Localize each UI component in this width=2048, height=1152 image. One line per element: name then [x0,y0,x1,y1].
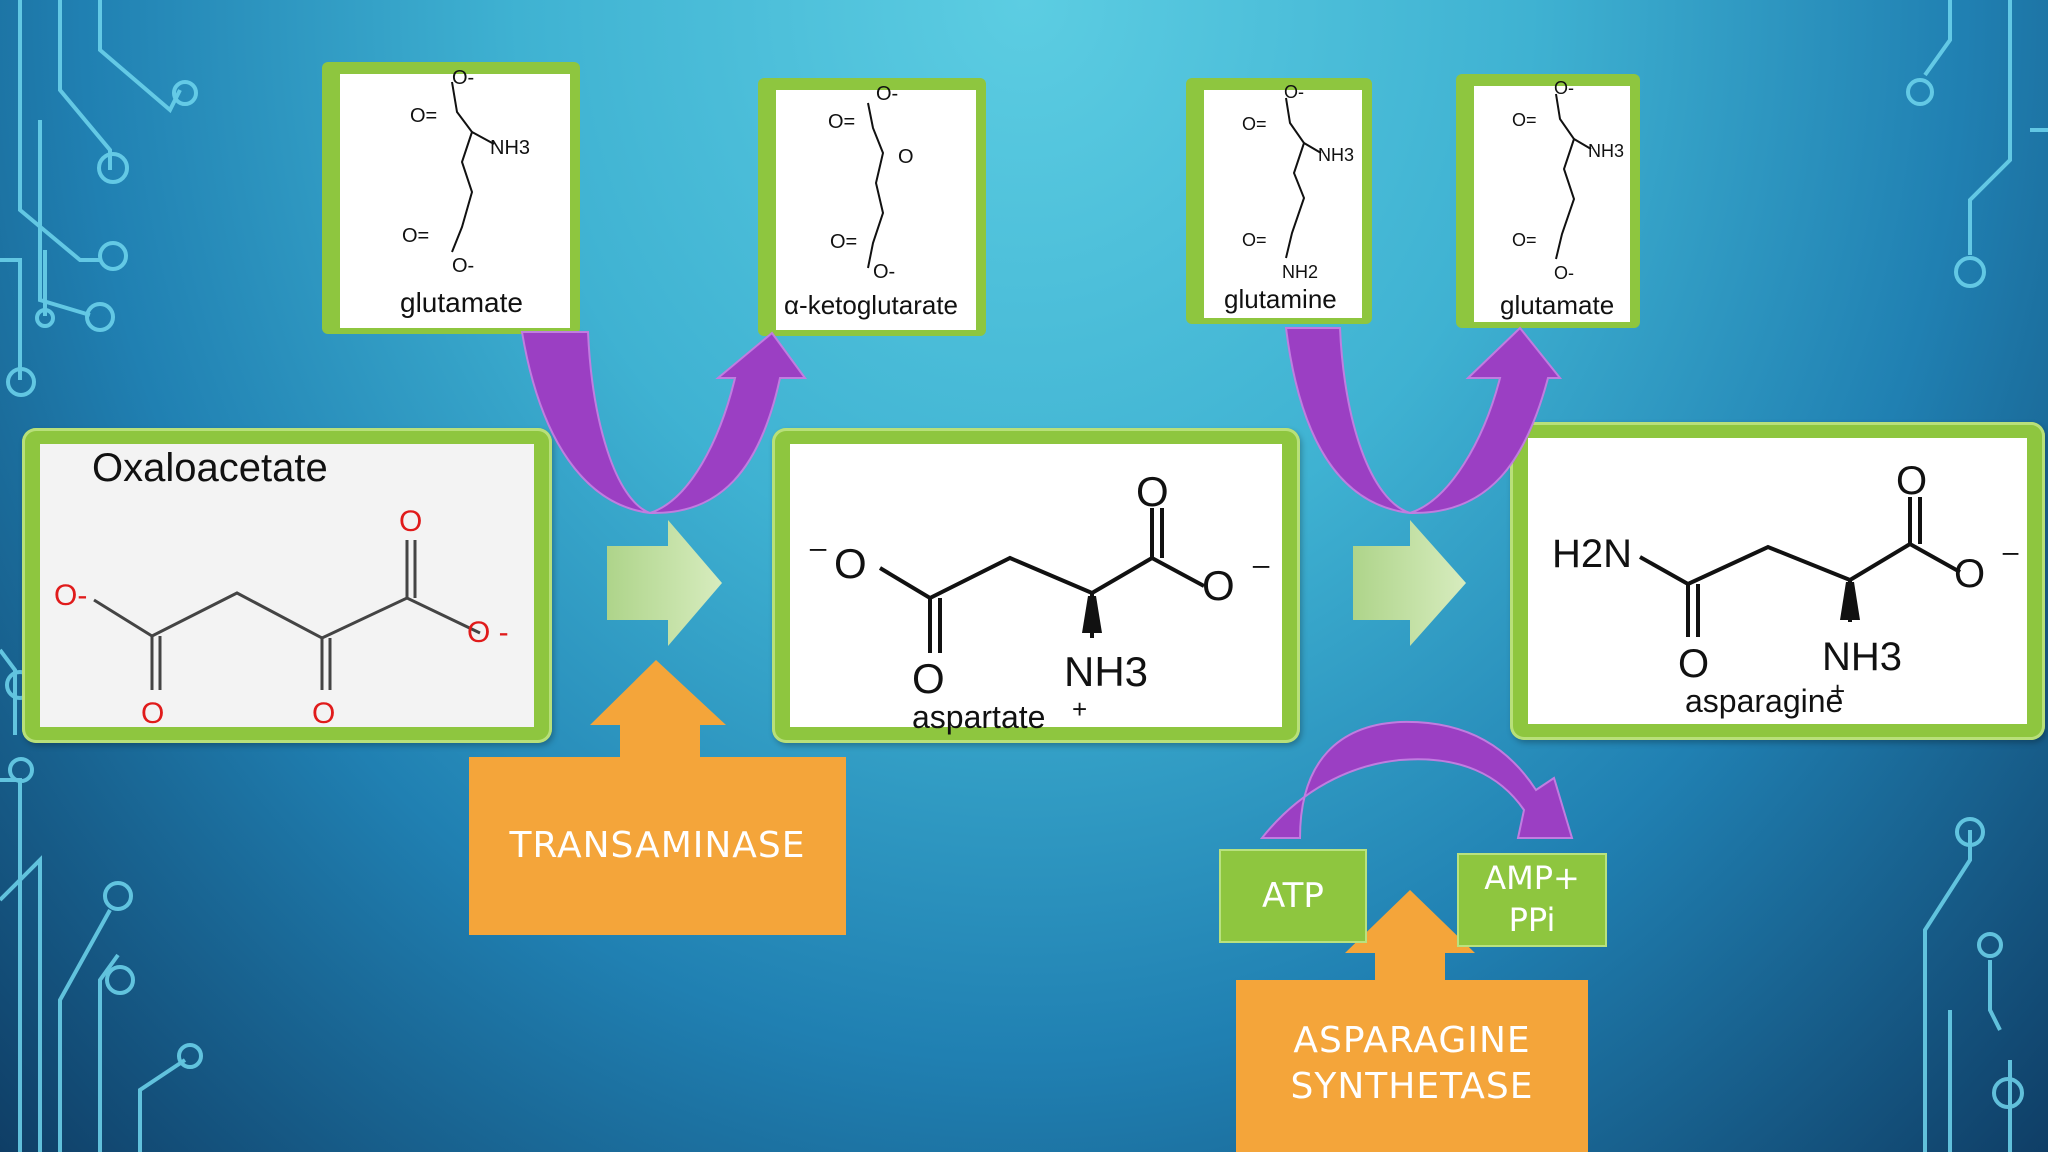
akg-o-top: O- [876,83,898,105]
oxaloacetate-structure-frame [40,444,534,727]
svg-text:⁻: ⁻ [807,533,829,580]
glu2-nh3: NH3 [1588,141,1624,161]
flow-arrow-1 [607,520,722,646]
asparagine-label: asparagine [1685,683,1843,719]
gln-o-top: O- [1284,82,1304,102]
charge-left: O- [54,579,87,612]
transaminase-box: TRANSAMINASE [469,757,846,935]
atp-curve [1259,720,1574,839]
glutamate-thumb-2: O= O- NH3 O= O- glutamate [1456,74,1640,328]
glutamate-thumb-2-frame [1474,86,1630,322]
amp-label: AMP+ [1484,859,1580,897]
asparagine-oxygen-2: O [1896,459,1927,503]
svg-text:⁻: ⁻ [1250,550,1272,597]
aspartate-card: ⁻ O O O O ⁻ NH3 + aspartate [772,428,1300,743]
akg-o-keto: O [898,146,914,168]
glutamate-structure-2: O= O- NH3 O= O- glutamate [1500,78,1624,320]
akg-o-bot: O- [873,261,895,283]
glu1-o-bot: O- [452,255,474,277]
synthetase-label-line2: SYNTHETASE [1290,1066,1534,1107]
oxygen-1: O [141,697,164,730]
transamination-curve [520,331,807,515]
oxaloacetate-card: Oxaloacetate O- O - O O O [22,428,552,743]
oxaloacetate-structure: Oxaloacetate O- O - O O O [54,446,509,730]
asparagine-synthetase-box: ASPARAGINE SYNTHETASE [1236,980,1588,1152]
glutamine-structure: O= O- NH3 O= NH2 glutamine [1224,82,1354,314]
asparagine-structure: H2N O O O ⁻ NH3 + asparagine [1552,459,2021,719]
gln-nh3: NH3 [1318,145,1354,165]
aspartate-amine: NH3 [1064,648,1148,695]
aspartate-charge: + [1072,694,1087,724]
glutamine-thumb-frame [1204,90,1362,318]
glu1-nh3: NH3 [490,137,530,159]
aspartate-oxygen-1: O [834,540,867,587]
transaminase-label: TRANSAMINASE [509,825,806,866]
ppi-label: PPi [1508,901,1556,939]
amp-ppi-box: AMP+ PPi [1457,853,1607,947]
glutamate-2-label: glutamate [1500,290,1614,320]
svg-text:O=: O= [1512,110,1537,130]
charge-right: O - [467,616,509,649]
synthetase-arrow [1345,890,1475,985]
oxygen-3: O [399,505,422,538]
glu2-o-top: O- [1554,78,1574,98]
aspartate-oxygen-2: O [912,655,945,702]
svg-text:O=: O= [1242,114,1267,134]
transaminase-arrow [590,660,726,760]
aspartate-label: aspartate [912,699,1045,735]
glutamate-thumb-1: O= O- NH3 O= O- glutamate [322,62,580,334]
ketoglutarate-structure: O= O- O O= O- α-ketoglutarate [784,83,958,320]
svg-text:⁻: ⁻ [2000,539,2021,583]
glutamine-thumb: O= O- NH3 O= NH2 glutamine [1186,78,1372,324]
ketoglutarate-label: α-ketoglutarate [784,290,958,320]
glu1-o-top: O- [452,67,474,89]
oxygen-2: O [312,697,335,730]
oxaloacetate-label: Oxaloacetate [92,446,328,490]
aspartate-oxygen-3: O [1136,468,1169,515]
amide-transfer-curve [1284,326,1563,515]
glutamine-nh2: NH2 [1282,262,1318,282]
flow-arrow-2 [1353,520,1466,646]
svg-text:O=: O= [1242,230,1267,250]
aspartate-structure: ⁻ O O O O ⁻ NH3 + aspartate [807,468,1272,735]
glutamine-label: glutamine [1224,284,1337,314]
synthetase-label-line1: ASPARAGINE [1293,1020,1531,1061]
asparagine-oxygen-1: O [1678,642,1709,686]
asparagine-oxygen-3: O [1954,552,1985,596]
glu2-o-bot: O- [1554,263,1574,283]
svg-text:O=: O= [828,111,855,133]
svg-text:O=: O= [410,105,437,127]
ketoglutarate-thumb: O= O- O O= O- α-ketoglutarate [758,78,986,336]
asparagine-amide: H2N [1552,532,1632,576]
asparagine-amine: NH3 [1822,635,1902,679]
atp-label: ATP [1262,876,1324,916]
glutamate-structure-1: O= O- NH3 O= O- glutamate [400,67,530,318]
svg-text:O=: O= [830,231,857,253]
asparagine-structure-frame [1528,438,2027,724]
atp-box: ATP [1219,849,1367,943]
ketoglutarate-thumb-frame [776,90,976,330]
asparagine-charge: + [1830,676,1845,706]
svg-text:O=: O= [402,225,429,247]
aspartate-oxygen-4: O [1202,562,1235,609]
asparagine-card: H2N O O O ⁻ NH3 + asparagine [1510,422,2045,740]
glutamate-thumb-1-frame [340,74,570,328]
glutamate-1-label: glutamate [400,287,523,318]
svg-text:O=: O= [1512,230,1537,250]
